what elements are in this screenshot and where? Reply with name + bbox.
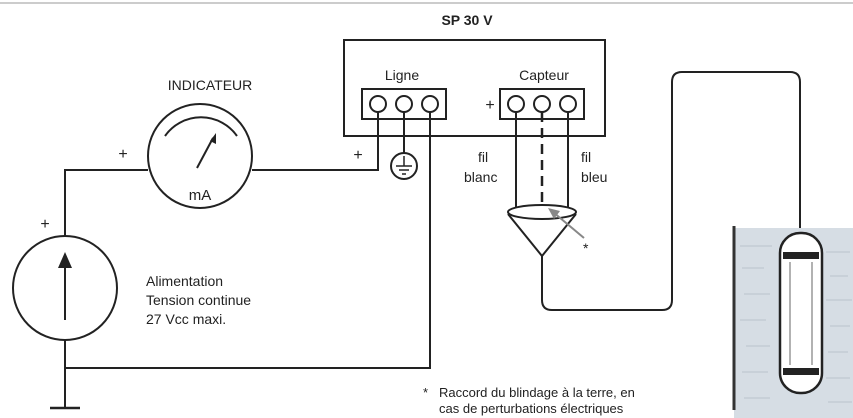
probe-band-top bbox=[783, 252, 819, 259]
plus-indicator: + bbox=[118, 146, 127, 163]
alim-line-1: Alimentation bbox=[146, 273, 223, 289]
shield-pointer-arrow-icon bbox=[548, 208, 560, 219]
wire-supply-to-indicator bbox=[64, 169, 148, 236]
indicator-label: INDICATEUR bbox=[168, 77, 253, 93]
capteur-terminal-3 bbox=[559, 95, 577, 113]
ma-meter-needle-tip-icon bbox=[210, 133, 216, 144]
shield-funnel bbox=[507, 213, 577, 258]
water-texture bbox=[740, 245, 852, 403]
capteur-terminal-1 bbox=[507, 95, 525, 113]
ma-meter-scale bbox=[164, 116, 238, 137]
plus-capteur: + bbox=[485, 97, 494, 114]
ligne-terminal-3 bbox=[421, 95, 439, 113]
fil-bleu-label-2: bleu bbox=[581, 169, 607, 185]
fil-bleu-label-1: fil bbox=[581, 149, 591, 165]
footnote-line-2: cas de perturbations électriques bbox=[439, 401, 624, 416]
shield-ring bbox=[507, 204, 577, 220]
plus-supply: + bbox=[40, 216, 49, 233]
ma-unit-label: mA bbox=[189, 187, 212, 204]
probe-band-bottom bbox=[783, 368, 819, 375]
fil-blanc-label-2: blanc bbox=[464, 169, 497, 185]
ma-meter bbox=[147, 103, 253, 209]
footnote-star: * bbox=[423, 385, 428, 400]
ligne-terminal-2 bbox=[395, 95, 413, 113]
supply-arrow-icon bbox=[58, 252, 72, 268]
ligne-terminal-1 bbox=[369, 95, 387, 113]
capteur-terminal-2 bbox=[533, 95, 551, 113]
alim-line-2: Tension continue bbox=[146, 292, 251, 308]
shield-pointer bbox=[552, 211, 585, 239]
wire-ligne-return bbox=[65, 112, 431, 369]
plus-ligne: + bbox=[353, 147, 362, 164]
sp30v-box bbox=[343, 39, 606, 137]
wire-indicator-to-ligne bbox=[252, 112, 379, 171]
footnote-line-1: Raccord du blindage à la terre, en bbox=[439, 385, 635, 400]
fil-blanc-label-1: fil bbox=[478, 149, 488, 165]
alim-line-3: 27 Vcc maxi. bbox=[146, 311, 226, 327]
shield-star-marker: * bbox=[583, 240, 589, 256]
probe-cable bbox=[541, 71, 801, 311]
ma-meter-needle bbox=[196, 137, 214, 169]
diagram-title: SP 30 V bbox=[441, 12, 493, 28]
capteur-label: Capteur bbox=[519, 67, 569, 83]
ligne-label: Ligne bbox=[385, 67, 419, 83]
